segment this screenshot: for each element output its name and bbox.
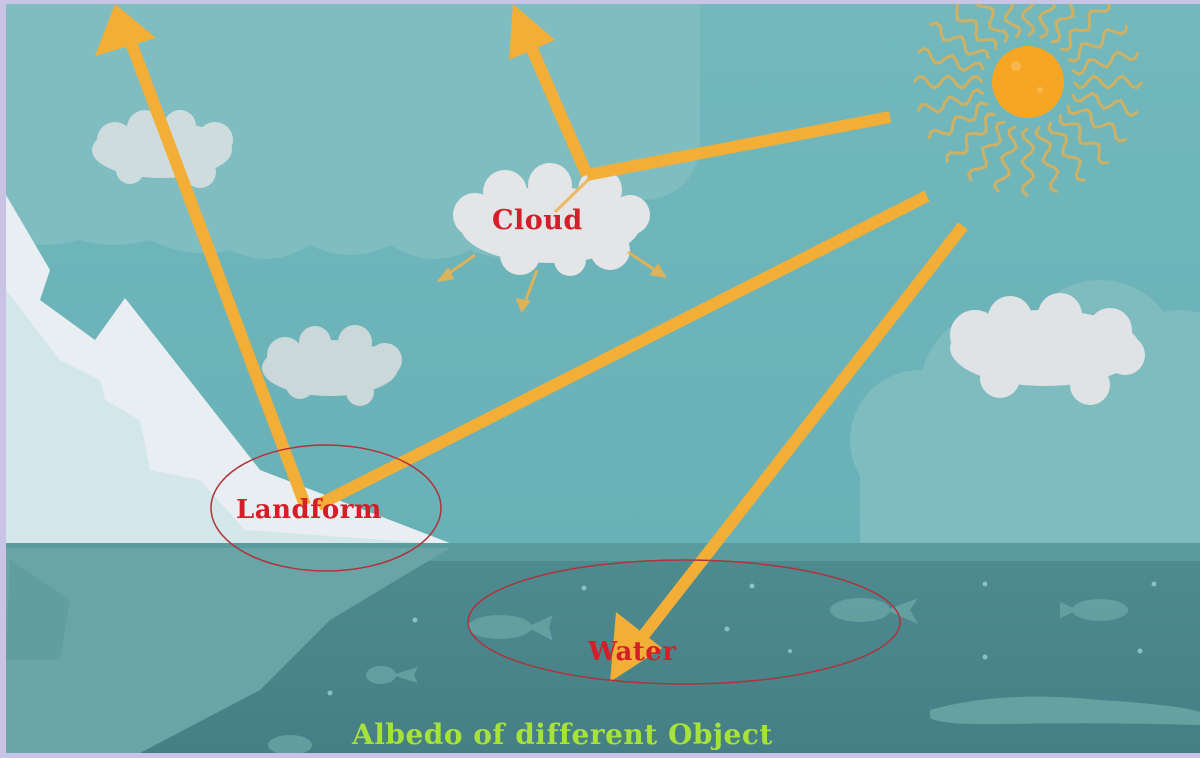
sun-ray <box>1050 4 1075 44</box>
sun-ray <box>1067 24 1129 63</box>
sun-icon <box>912 4 1144 198</box>
ray-sun-to-cloud <box>585 111 892 181</box>
fish-icon <box>468 615 553 641</box>
iceberg-underwater <box>6 548 450 753</box>
sun-ray <box>1047 121 1086 183</box>
fish-icon <box>1060 599 1128 621</box>
ray-cloud-reflection <box>522 37 593 178</box>
sun-ray <box>917 46 985 73</box>
ray-sun-to-water <box>635 222 968 644</box>
fish-group <box>268 598 1128 753</box>
fish-icon <box>366 666 418 684</box>
arrowhead-water-icon <box>610 612 662 682</box>
albedo-diagram: Cloud Landform Water Albedo of different… <box>6 4 1200 753</box>
cloud-target <box>453 163 650 276</box>
sun-ray <box>1020 126 1036 198</box>
fish-icon <box>830 598 918 624</box>
sun-ray <box>912 74 984 90</box>
sun-ray <box>1060 4 1111 52</box>
landform-ellipse <box>210 444 442 572</box>
sun-ray <box>967 120 1006 182</box>
water-label: Water <box>588 637 677 667</box>
water-ellipse <box>467 559 901 685</box>
radiation-arrows <box>124 37 968 644</box>
fish-icon <box>268 735 312 753</box>
sun-ray <box>1066 104 1128 143</box>
arrowheads <box>95 4 662 682</box>
ray-landform-reflection <box>124 37 311 508</box>
small-cloud-top-left <box>92 110 233 188</box>
sun-ray <box>1034 125 1060 194</box>
sun-ray <box>992 125 1019 193</box>
ray-sun-to-landform <box>315 190 930 511</box>
diagram-title: Albedo of different Object <box>352 718 773 751</box>
seabed-streak <box>930 696 1200 725</box>
sun-ray <box>927 101 989 140</box>
sun-ray <box>945 112 996 163</box>
sun-ray <box>1037 4 1057 39</box>
sun-ray <box>916 88 985 114</box>
sun-ray <box>1058 114 1109 165</box>
bubbles <box>327 581 1157 696</box>
landform-mountain <box>6 195 455 545</box>
sun-ray <box>974 4 1009 43</box>
cloud-label: Cloud <box>492 205 583 236</box>
sun-ray <box>1003 4 1022 39</box>
sun-ray <box>1071 50 1140 76</box>
sun-ray <box>928 21 990 60</box>
scattered-rays <box>436 176 667 314</box>
arrowhead-landform-icon <box>95 4 156 56</box>
landform-label: Landform <box>236 495 382 525</box>
sun-ray <box>1072 74 1144 90</box>
sun-ray <box>955 4 998 50</box>
sun-ray <box>1020 4 1035 38</box>
diagram-canvas <box>6 4 1200 753</box>
small-cloud-right <box>950 293 1145 405</box>
sun-ray <box>1071 91 1139 118</box>
arrowhead-cloud-icon <box>509 4 555 60</box>
small-cloud-middle-left <box>262 325 402 406</box>
